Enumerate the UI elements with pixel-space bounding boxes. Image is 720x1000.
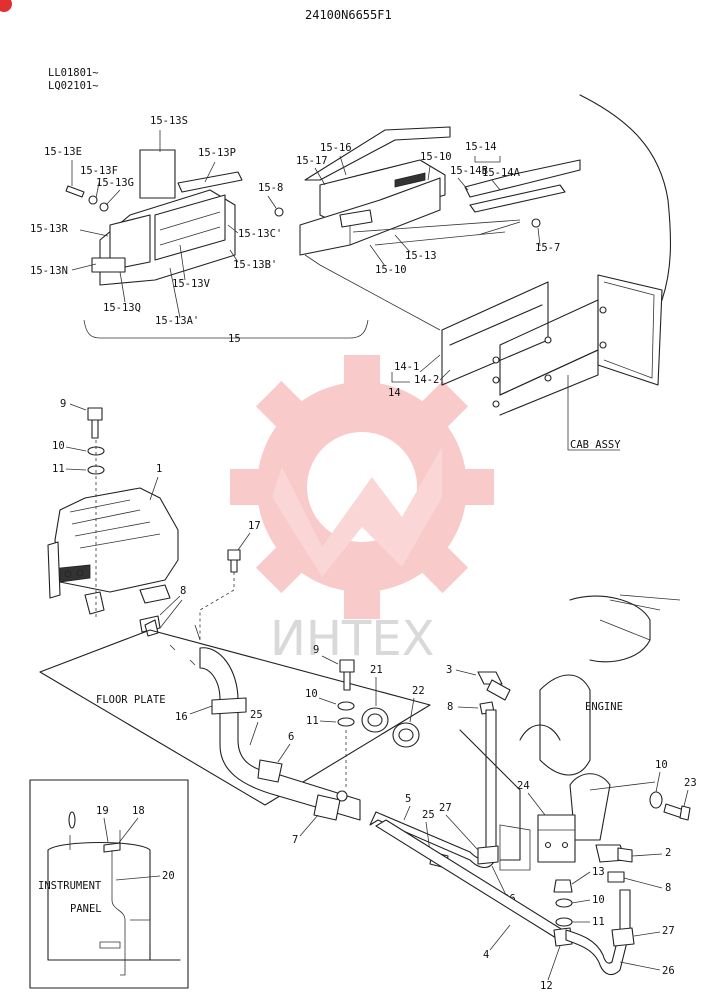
callout-15-13f: 15-13F xyxy=(80,165,118,177)
callout-15-13c: 15-13C' xyxy=(238,228,282,240)
callout-9-left: 9 xyxy=(60,398,66,410)
gear-logo-icon xyxy=(230,355,494,619)
callout-13: 13 xyxy=(592,866,605,878)
instrument-label: INSTRUMENT xyxy=(38,880,102,892)
grommet-22 xyxy=(392,722,420,748)
hose-run-left xyxy=(199,647,361,821)
callout-9-middle: 9 xyxy=(313,644,319,656)
callout-21: 21 xyxy=(370,664,383,676)
callout-15-7: 15-7 xyxy=(535,242,560,254)
bolt-17 xyxy=(199,549,241,640)
callout-18: 18 xyxy=(132,805,145,817)
callout-15-13r: 15-13R xyxy=(30,223,69,235)
hose-run-bottom xyxy=(375,819,635,976)
callout-11-middle: 11 xyxy=(306,715,319,727)
callout-8-right: 8 xyxy=(665,882,671,894)
callout-27-bottom: 27 xyxy=(662,925,675,937)
cab-assy-label: CAB ASSY xyxy=(570,439,621,451)
instrument-panel-inset xyxy=(29,779,189,989)
callout-2: 2 xyxy=(665,847,671,859)
serial-range-1: LL01801~ xyxy=(48,67,99,79)
part-number-title: 24100N6655F1 xyxy=(305,8,392,22)
callout-15-13g: 15-13G xyxy=(96,177,134,189)
panel-label: PANEL xyxy=(70,903,102,915)
heater-unit-1 xyxy=(47,487,179,633)
heater-box-assembly-15 xyxy=(65,149,369,339)
callout-7: 7 xyxy=(292,834,298,846)
callout-8-left: 8 xyxy=(180,585,186,597)
callout-10-middle: 10 xyxy=(305,688,318,700)
callout-15-10-top: 15-10 xyxy=(420,151,452,163)
callout-15-14b: 15-14B xyxy=(450,165,488,177)
bolt-23-washer-10 xyxy=(649,791,691,821)
callout-15-13n: 15-13N xyxy=(30,265,68,277)
callout-6: 6 xyxy=(288,731,294,743)
bolt-washer-stack-middle xyxy=(337,659,355,790)
callout-17: 17 xyxy=(248,520,261,532)
watermark-text: ИНТЕХ xyxy=(270,611,435,667)
clamp-8-left xyxy=(144,619,159,637)
callout-20: 20 xyxy=(162,870,175,882)
callout-11-left: 11 xyxy=(52,463,65,475)
engine-label: ENGINE xyxy=(585,701,623,713)
callout-15-14a: 15-14A xyxy=(482,167,521,179)
callout-15-10-bottom: 15-10 xyxy=(375,264,407,276)
callout-15-14: 15-14 xyxy=(465,141,497,153)
callout-26-bottom: 26 xyxy=(662,965,675,977)
callout-10-lower: 10 xyxy=(592,894,605,906)
callout-14: 14 xyxy=(388,387,401,399)
engine-assembly xyxy=(477,594,681,841)
callout-24: 24 xyxy=(517,780,530,792)
floor-plate-label: FLOOR PLATE xyxy=(96,694,166,706)
callout-15-13b: 15-13B' xyxy=(233,259,277,271)
callout-15-13q: 15-13Q xyxy=(103,302,141,314)
callout-10-right: 10 xyxy=(655,759,668,771)
grommet-21 xyxy=(361,707,389,733)
corner-mark-icon xyxy=(0,0,12,12)
bolt-washer-stack-left xyxy=(87,407,105,620)
callout-22: 22 xyxy=(412,685,425,697)
callout-15-17: 15-17 xyxy=(296,155,328,167)
callout-15-16: 15-16 xyxy=(320,142,352,154)
floor-plate xyxy=(39,624,431,806)
callout-15-8: 15-8 xyxy=(258,182,283,194)
callout-14-2: 14-2 xyxy=(414,374,439,386)
callout-23: 23 xyxy=(684,777,697,789)
callout-15-13v: 15-13V xyxy=(172,278,211,290)
callout-25-left: 25 xyxy=(250,709,263,721)
callout-15-13p: 15-13P xyxy=(198,147,236,159)
callout-4: 4 xyxy=(483,949,489,961)
serial-range-2: LQ02101~ xyxy=(48,80,99,92)
callout-15: 15 xyxy=(228,333,241,345)
bracket-24 xyxy=(537,814,576,863)
callout-5: 5 xyxy=(405,793,411,805)
callout-15-13s: 15-13S xyxy=(150,115,188,127)
callout-15-13e: 15-13E xyxy=(44,146,82,158)
valve-2 xyxy=(595,844,633,883)
cab-assy-outline xyxy=(441,94,672,451)
heater-cover-assembly xyxy=(299,126,581,331)
callout-12: 12 xyxy=(540,980,553,992)
callout-27-middle: 27 xyxy=(439,802,452,814)
callout-14-1: 14-1 xyxy=(394,361,419,373)
callout-15-13: 15-13 xyxy=(405,250,437,262)
callout-16: 16 xyxy=(175,711,188,723)
callout-15-13a: 15-13A' xyxy=(155,315,199,327)
hose-vertical-engine xyxy=(459,709,531,871)
callout-3: 3 xyxy=(446,664,452,676)
callout-8-engine: 8 xyxy=(447,701,453,713)
callout-11-lower: 11 xyxy=(592,916,605,928)
callout-25-middle: 25 xyxy=(422,809,435,821)
callout-19: 19 xyxy=(96,805,109,817)
callout-10-left: 10 xyxy=(52,440,65,452)
callout-1: 1 xyxy=(156,463,162,475)
nut-washer-stack-lower xyxy=(553,879,573,940)
